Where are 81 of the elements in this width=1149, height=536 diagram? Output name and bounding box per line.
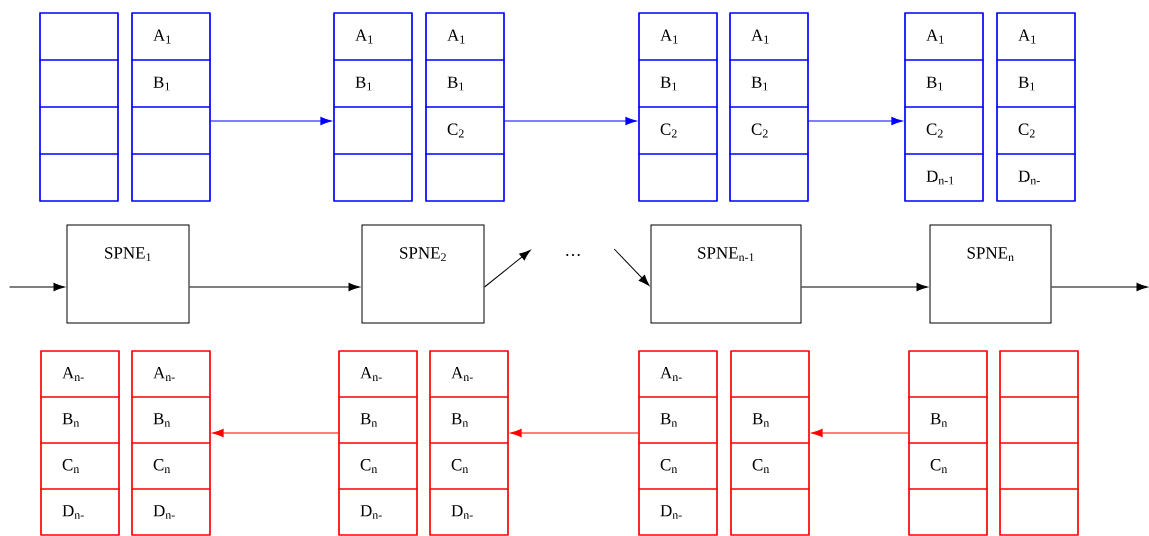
table-cell: A$_{n-}$ [338,350,418,398]
process-box: SPNE$_{1}$ [66,224,190,324]
empty-cell [425,153,505,202]
table-cell: D$_{n-1}$ [904,153,984,202]
table-cell: A$_{n-}$ [638,350,718,398]
table-cell: C$_{2}$ [638,106,718,155]
table-cell: A$_{n-}$ [131,350,211,398]
empty-cell [333,153,413,202]
empty-cell [999,350,1079,398]
empty-cell [39,153,119,202]
empty-cell [729,153,809,202]
empty-cell [999,488,1079,536]
table-cell: A$_{1}$ [131,12,211,61]
table-cell: B$_{n}$ [40,396,120,444]
table-cell: C$_{2}$ [996,106,1076,155]
arrow [484,249,531,288]
table-cell: C$_{2}$ [729,106,809,155]
table-cell: C$_{n}$ [638,442,718,490]
arrow [510,428,639,438]
table-cell: B$_{n}$ [730,396,810,444]
arrow [811,428,909,438]
arrow [1051,282,1148,292]
table-cell: A$_{n-}$ [40,350,120,398]
table-cell: A$_{n-}$ [429,350,509,398]
table-cell: B$_{1}$ [131,59,211,108]
table-cell: C$_{2}$ [904,106,984,155]
table-cell: D$_{n-}$ [429,488,509,536]
table-cell: B$_{1}$ [425,59,505,108]
empty-cell [333,106,413,155]
empty-cell [999,442,1079,490]
arrow [808,116,903,126]
table-cell: D$_{n-}$ [638,488,718,536]
table-cell: A$_{1}$ [425,12,505,61]
table-cell: B$_{1}$ [904,59,984,108]
table-cell: A$_{1}$ [904,12,984,61]
process-box: SPNE$_{2}$ [361,224,485,324]
table-cell: B$_{n}$ [638,396,718,444]
empty-cell [999,396,1079,444]
empty-cell [730,350,810,398]
empty-cell [39,12,119,61]
arrow [210,116,332,126]
table-cell: B$_{1}$ [638,59,718,108]
empty-cell [638,153,718,202]
empty-cell [39,59,119,108]
table-cell: B$_{1}$ [729,59,809,108]
table-cell: B$_{n}$ [131,396,211,444]
empty-cell [908,488,988,536]
empty-cell [131,106,211,155]
arrow [212,428,339,438]
arrow [504,116,637,126]
arrow [9,282,65,292]
table-cell: A$_{1}$ [996,12,1076,61]
empty-cell [39,106,119,155]
ellipsis-text: … [566,254,580,256]
table-cell: C$_{n}$ [429,442,509,490]
table-cell: A$_{1}$ [729,12,809,61]
table-cell: B$_{1}$ [996,59,1076,108]
table-cell: D$_{n-}$ [131,488,211,536]
table-cell: D$_{n-}$ [338,488,418,536]
table-cell: C$_{n}$ [908,442,988,490]
table-cell: C$_{n}$ [40,442,120,490]
table-cell: C$_{n}$ [131,442,211,490]
arrow [189,282,360,292]
process-box: SPNE$_{n}$ [929,224,1052,324]
table-cell: B$_{n}$ [429,396,509,444]
arrow [613,248,650,286]
empty-cell [908,350,988,398]
table-cell: A$_{1}$ [333,12,413,61]
process-box: SPNE$_{n-1}$ [650,224,802,324]
empty-cell [730,488,810,536]
table-cell: B$_{n}$ [338,396,418,444]
table-cell: C$_{n}$ [730,442,810,490]
table-cell: D$_{n-}$ [40,488,120,536]
table-cell: D$_{n-}$ [996,153,1076,202]
table-cell: A$_{1}$ [638,12,718,61]
table-cell: B$_{1}$ [333,59,413,108]
table-cell: B$_{n}$ [908,396,988,444]
empty-cell [131,153,211,202]
table-cell: C$_{n}$ [338,442,418,490]
arrow [801,282,928,292]
table-cell: C$_{2}$ [425,106,505,155]
